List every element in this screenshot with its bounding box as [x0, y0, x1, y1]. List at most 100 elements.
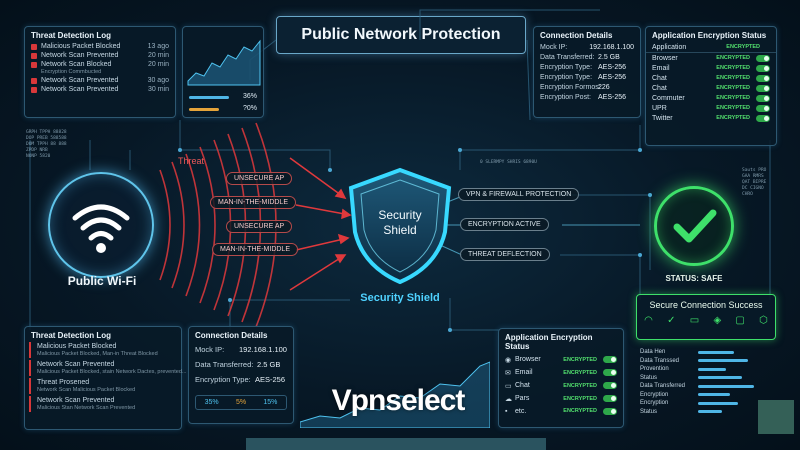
checkmark-icon [673, 209, 717, 243]
encryption-toggle[interactable] [756, 104, 770, 112]
list-item-subtext: Network Scan Malicious Packet Blocked [37, 387, 136, 393]
detail-row: Encryption Type:AES-256 [540, 63, 627, 71]
stat-bar-2 [189, 108, 219, 111]
list-item[interactable]: Malicious Packet Blocked [37, 343, 117, 350]
threat-tag: MAN-IN-THE-MIDDLE [212, 243, 298, 256]
connection-details-title: Connection Details [540, 31, 613, 40]
detail-row: Data Transferred:2.5 GB [195, 360, 281, 369]
encryption-toggle[interactable] [756, 54, 770, 62]
progress-bar [698, 410, 722, 414]
wifi-icon: ◠ [644, 315, 653, 326]
detail-row: Data Transferred:2.5 GB [540, 53, 620, 61]
progress-bar [698, 350, 734, 354]
alert-icon [31, 61, 37, 68]
shield-check-icon: ◈ [713, 315, 722, 326]
list-item-subtext: Malicious Packet Blocked, stain Network … [37, 369, 187, 375]
detail-row: Encryption Type:AES-256 [540, 73, 627, 81]
traffic-area-chart [187, 39, 261, 86]
detail-row: Encryption Type:AES-256 [195, 375, 286, 384]
bottom-bar [246, 438, 546, 450]
status-side-text: Sauts PRO GAA RMRS QAT BIPRE DC CIGNO CH… [742, 168, 767, 197]
list-item[interactable]: Network Scan Prevented [37, 397, 115, 404]
encryption-toggle[interactable] [756, 114, 770, 122]
page-title: Public Network Protection [276, 16, 526, 54]
encryption-toggle[interactable] [756, 84, 770, 92]
secure-connection-title: Secure Connection Success [649, 300, 763, 310]
mail-icon: ✉ [505, 369, 511, 377]
threat-log-title: Threat Detection Log [31, 31, 112, 40]
detail-row: Encryption Post:AES-256 [540, 93, 627, 101]
apps-icon: ▪ [505, 407, 508, 415]
app-encryption-panel-top: Application Encryption Status Applicatio… [645, 26, 777, 146]
connection-details-panel-bottom: Connection Details Mock IP:192.168.1.100… [188, 326, 294, 424]
encryption-toggle[interactable] [603, 407, 617, 415]
stat-1: 35% [204, 399, 219, 406]
protection-tag: ENCRYPTION ACTIVE [460, 218, 549, 231]
table-row: ▪etc.ENCRYPTED [499, 405, 623, 417]
detail-row: Mock IP:192.168.1.100 [540, 43, 634, 51]
left-code-text: GRPH TPPH 88828 DOP PREB 588588 DOM TPPH… [26, 130, 67, 159]
progress-bar [698, 401, 738, 405]
threat-log-panel-top: Threat Detection Log Malicious Packet Bl… [24, 26, 176, 118]
status-safe-indicator [654, 186, 734, 266]
app-encryption-title: Application Encryption Status [505, 333, 593, 351]
bottom-traffic-chart [300, 361, 490, 428]
list-item[interactable]: Threat Prosened [37, 379, 90, 386]
browser-icon: ▢ [735, 315, 745, 326]
stat-bar-1 [189, 96, 229, 99]
threat-tag: UNSECURE AP [226, 172, 293, 185]
stat-value-2: ?0% [242, 105, 257, 112]
encryption-toggle[interactable] [756, 94, 770, 102]
progress-bar [698, 393, 730, 397]
protection-tag: THREAT DEFLECTION [460, 248, 550, 261]
encryption-toggle[interactable] [756, 64, 770, 72]
status-label: STATUS: SAFE [665, 274, 723, 283]
threat-label: Threat [178, 156, 205, 166]
stat-value-1: 36% [242, 93, 257, 100]
encryption-toggle[interactable] [603, 369, 617, 376]
right-code-text: 0 SLERMPY SHRIS 6890U [480, 160, 537, 165]
progress-bar [698, 367, 726, 371]
list-item-subtext: Malicious Packet Blocked, Man-in Threat … [37, 351, 158, 357]
alert-icon [31, 86, 37, 93]
protection-tag: VPN & FIREWALL PROTECTION [458, 188, 580, 201]
detail-row: Mock IP:192.168.1.100 [195, 345, 287, 354]
threat-tag: UNSECURE AP [226, 220, 293, 233]
wifi-hub [48, 172, 154, 278]
secure-stats-list: Data Hen Data Transsed Provention Status… [640, 348, 770, 416]
shield-caption: Security Shield [360, 292, 440, 304]
encryption-toggle[interactable] [603, 382, 617, 389]
list-item[interactable]: Network Scan Prevented [37, 361, 115, 368]
cloud-icon: ☁ [505, 395, 512, 403]
globe-icon: ◉ [505, 356, 512, 364]
traffic-graph-panel: 36% ?0% [182, 26, 264, 118]
encryption-toggle[interactable] [756, 74, 770, 82]
encryption-toggle[interactable] [603, 395, 617, 402]
detail-row: Encryption Formos:226 [540, 83, 610, 91]
chat-icon: ▭ [505, 382, 512, 390]
check-circle-icon: ✓ [667, 315, 676, 326]
app-encryption-title: Application Encryption Status [652, 31, 767, 40]
encryption-toggle[interactable] [603, 356, 617, 363]
corner-block [758, 400, 794, 434]
shield-title: Security Shield [378, 208, 422, 237]
stats-row: 35% 5% 15% [195, 395, 287, 410]
wifi-label: Public Wi-Fi [67, 274, 137, 288]
alert-icon [31, 43, 37, 50]
